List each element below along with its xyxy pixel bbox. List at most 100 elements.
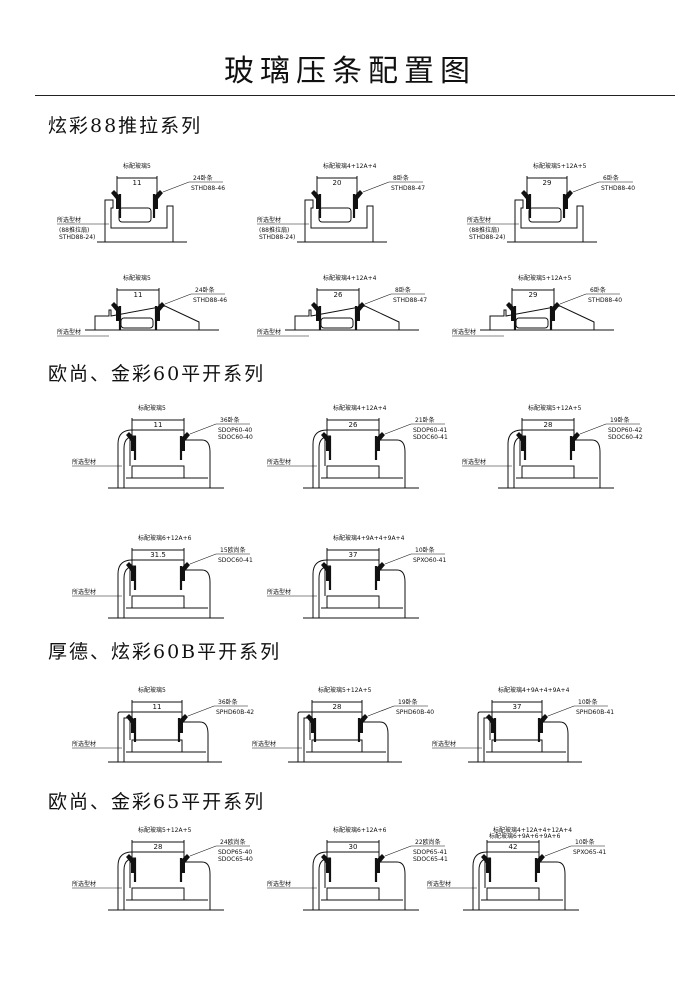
profile-outline [304, 199, 374, 243]
gasket [486, 714, 495, 733]
bead-name-label: 36卧条 [220, 416, 240, 424]
glass-spec-label: 标配玻璃5 [123, 162, 151, 170]
bead-leader-line [189, 845, 217, 857]
glass-width-dim: 29 [529, 291, 538, 299]
glass-width-dim: 28 [154, 843, 163, 851]
section-title-88-sliding: 炫彩88推拉系列 [48, 115, 203, 137]
page-title: 玻璃压条配置图 [224, 54, 476, 89]
glazing-bead [354, 190, 363, 209]
gasket [321, 432, 330, 451]
glass-width-dim: 31.5 [150, 551, 166, 559]
profile-name-label: 所选型材 [72, 740, 96, 748]
glazing-bead [376, 432, 385, 451]
bead-code-label: SPHD60B-40 [396, 709, 434, 716]
glass-spec-label: 标配玻璃4+12A+4 [323, 162, 377, 170]
profile-chamber [326, 595, 380, 609]
profile-name-label: 所选型材 [452, 328, 476, 336]
profile-code-label: STHD88-24) [59, 234, 95, 241]
glass-width-dim: 28 [333, 703, 342, 711]
profile-name-label: 所选型材 [257, 216, 281, 224]
bead-code-label: STHD88-47 [391, 185, 425, 192]
profile-chamber [318, 207, 352, 223]
bead-code-label: SDOP60-40 [218, 427, 252, 434]
glass-spec-label: 标配玻璃5 [123, 274, 151, 282]
bead-code-label: SPXO65-41 [573, 849, 606, 856]
glazing-bead [156, 302, 165, 321]
profile-chamber [131, 465, 185, 479]
gasket [321, 854, 330, 873]
profile-name-label: 所选型材 [427, 880, 451, 888]
profile-chamber [131, 739, 183, 753]
bead-name-label: 10卧条 [575, 838, 595, 846]
glazing-bead [181, 432, 190, 451]
bead-code-label: SDOP60-42 [608, 427, 642, 434]
glass-spec-label: 标配玻璃5 [138, 404, 166, 412]
bead-name-label: 22欧尚条 [415, 838, 441, 846]
gasket [111, 302, 120, 321]
glass-width-dim: 30 [349, 843, 358, 851]
bead-leader-line [367, 705, 395, 717]
bead-code-label-2: SDOC65-40 [218, 856, 253, 863]
bead-code-label: SDOP60-41 [413, 427, 447, 434]
bead-code-label-2: SDOC60-42 [608, 434, 643, 441]
glazing-bead [536, 854, 545, 873]
profile-chamber [131, 887, 185, 901]
profile-chamber [326, 887, 380, 901]
bead-name-label: 19卧条 [610, 416, 630, 424]
glass-spec-label: 标配玻璃4+12A+4 [323, 274, 377, 282]
glass-width-dim: 11 [134, 291, 143, 299]
glass-spec-label: 标配玻璃4+12A+4+12A+4 [493, 826, 572, 834]
glazing-bead [179, 714, 188, 733]
bead-name-label: 36卧条 [218, 698, 238, 706]
glass-spec-label: 标配玻璃5 [138, 686, 166, 694]
profile-chamber [320, 317, 354, 329]
section-title-60b-casement: 厚德、炫彩60B平开系列 [48, 641, 282, 663]
profile-code-label: STHD88-24) [469, 234, 505, 241]
profile-note-label: (88推拉扇) [259, 226, 289, 234]
glass-width-dim: 28 [544, 421, 553, 429]
profile-drawing-3-2: 标配玻璃4+12A+4+12A+4标配玻璃6+9A+6+9A+64210卧条SP… [427, 826, 606, 911]
bead-code-label: STHD88-46 [193, 297, 227, 304]
profile-chamber [515, 317, 549, 329]
glass-spec-label: 标配玻璃4+9A+4+9A+4 [498, 686, 570, 694]
bead-code-label: STHD88-47 [393, 297, 427, 304]
profile-chamber [528, 207, 562, 223]
gasket [311, 190, 320, 209]
glass-width-dim: 26 [349, 421, 358, 429]
profile-outline [94, 305, 200, 331]
glass-spec-label: 标配玻璃5+12A+5 [138, 826, 192, 834]
bead-code-label-2: SDOC60-40 [218, 434, 253, 441]
profile-chamber [326, 465, 380, 479]
bead-leader-line [547, 705, 575, 717]
bead-code-label: SDOP65-41 [413, 849, 447, 856]
bead-code-label: SPXO60-41 [413, 557, 446, 564]
glass-spec-label: 标配玻璃4+12A+4 [333, 404, 387, 412]
bead-leader-line [364, 293, 392, 305]
glass-width-dim: 42 [509, 843, 518, 851]
profile-name-label: 所选型材 [467, 216, 491, 224]
profile-chamber [486, 887, 540, 901]
section-title-65-casement: 欧尚、金彩65平开系列 [48, 791, 266, 813]
glass-spec-label: 标配玻璃5+12A+5 [518, 274, 572, 282]
profile-drawing-0-1: 标配玻璃4+12A+4208卧条STHD88-47所选型材(88推拉扇)STHD… [257, 162, 425, 243]
bead-code-label: STHD88-46 [191, 185, 225, 192]
profile-name-label: 所选型材 [72, 588, 96, 596]
profile-chamber [131, 595, 185, 609]
profile-chamber [118, 207, 152, 223]
glass-width-dim: 11 [133, 179, 142, 187]
bead-code-label: SDOC60-41 [218, 557, 253, 564]
bead-name-label: 15欧尚条 [220, 546, 246, 554]
profile-outline [104, 199, 174, 243]
profile-drawing-0-0: 标配玻璃51124卧条STHD88-46所选型材(88推拉扇)STHD88-24… [57, 162, 225, 243]
glazing-bead [539, 714, 548, 733]
profile-name-label: 所选型材 [57, 328, 81, 336]
profile-name-label: 所选型材 [462, 458, 486, 466]
glazing-bead [571, 432, 580, 451]
